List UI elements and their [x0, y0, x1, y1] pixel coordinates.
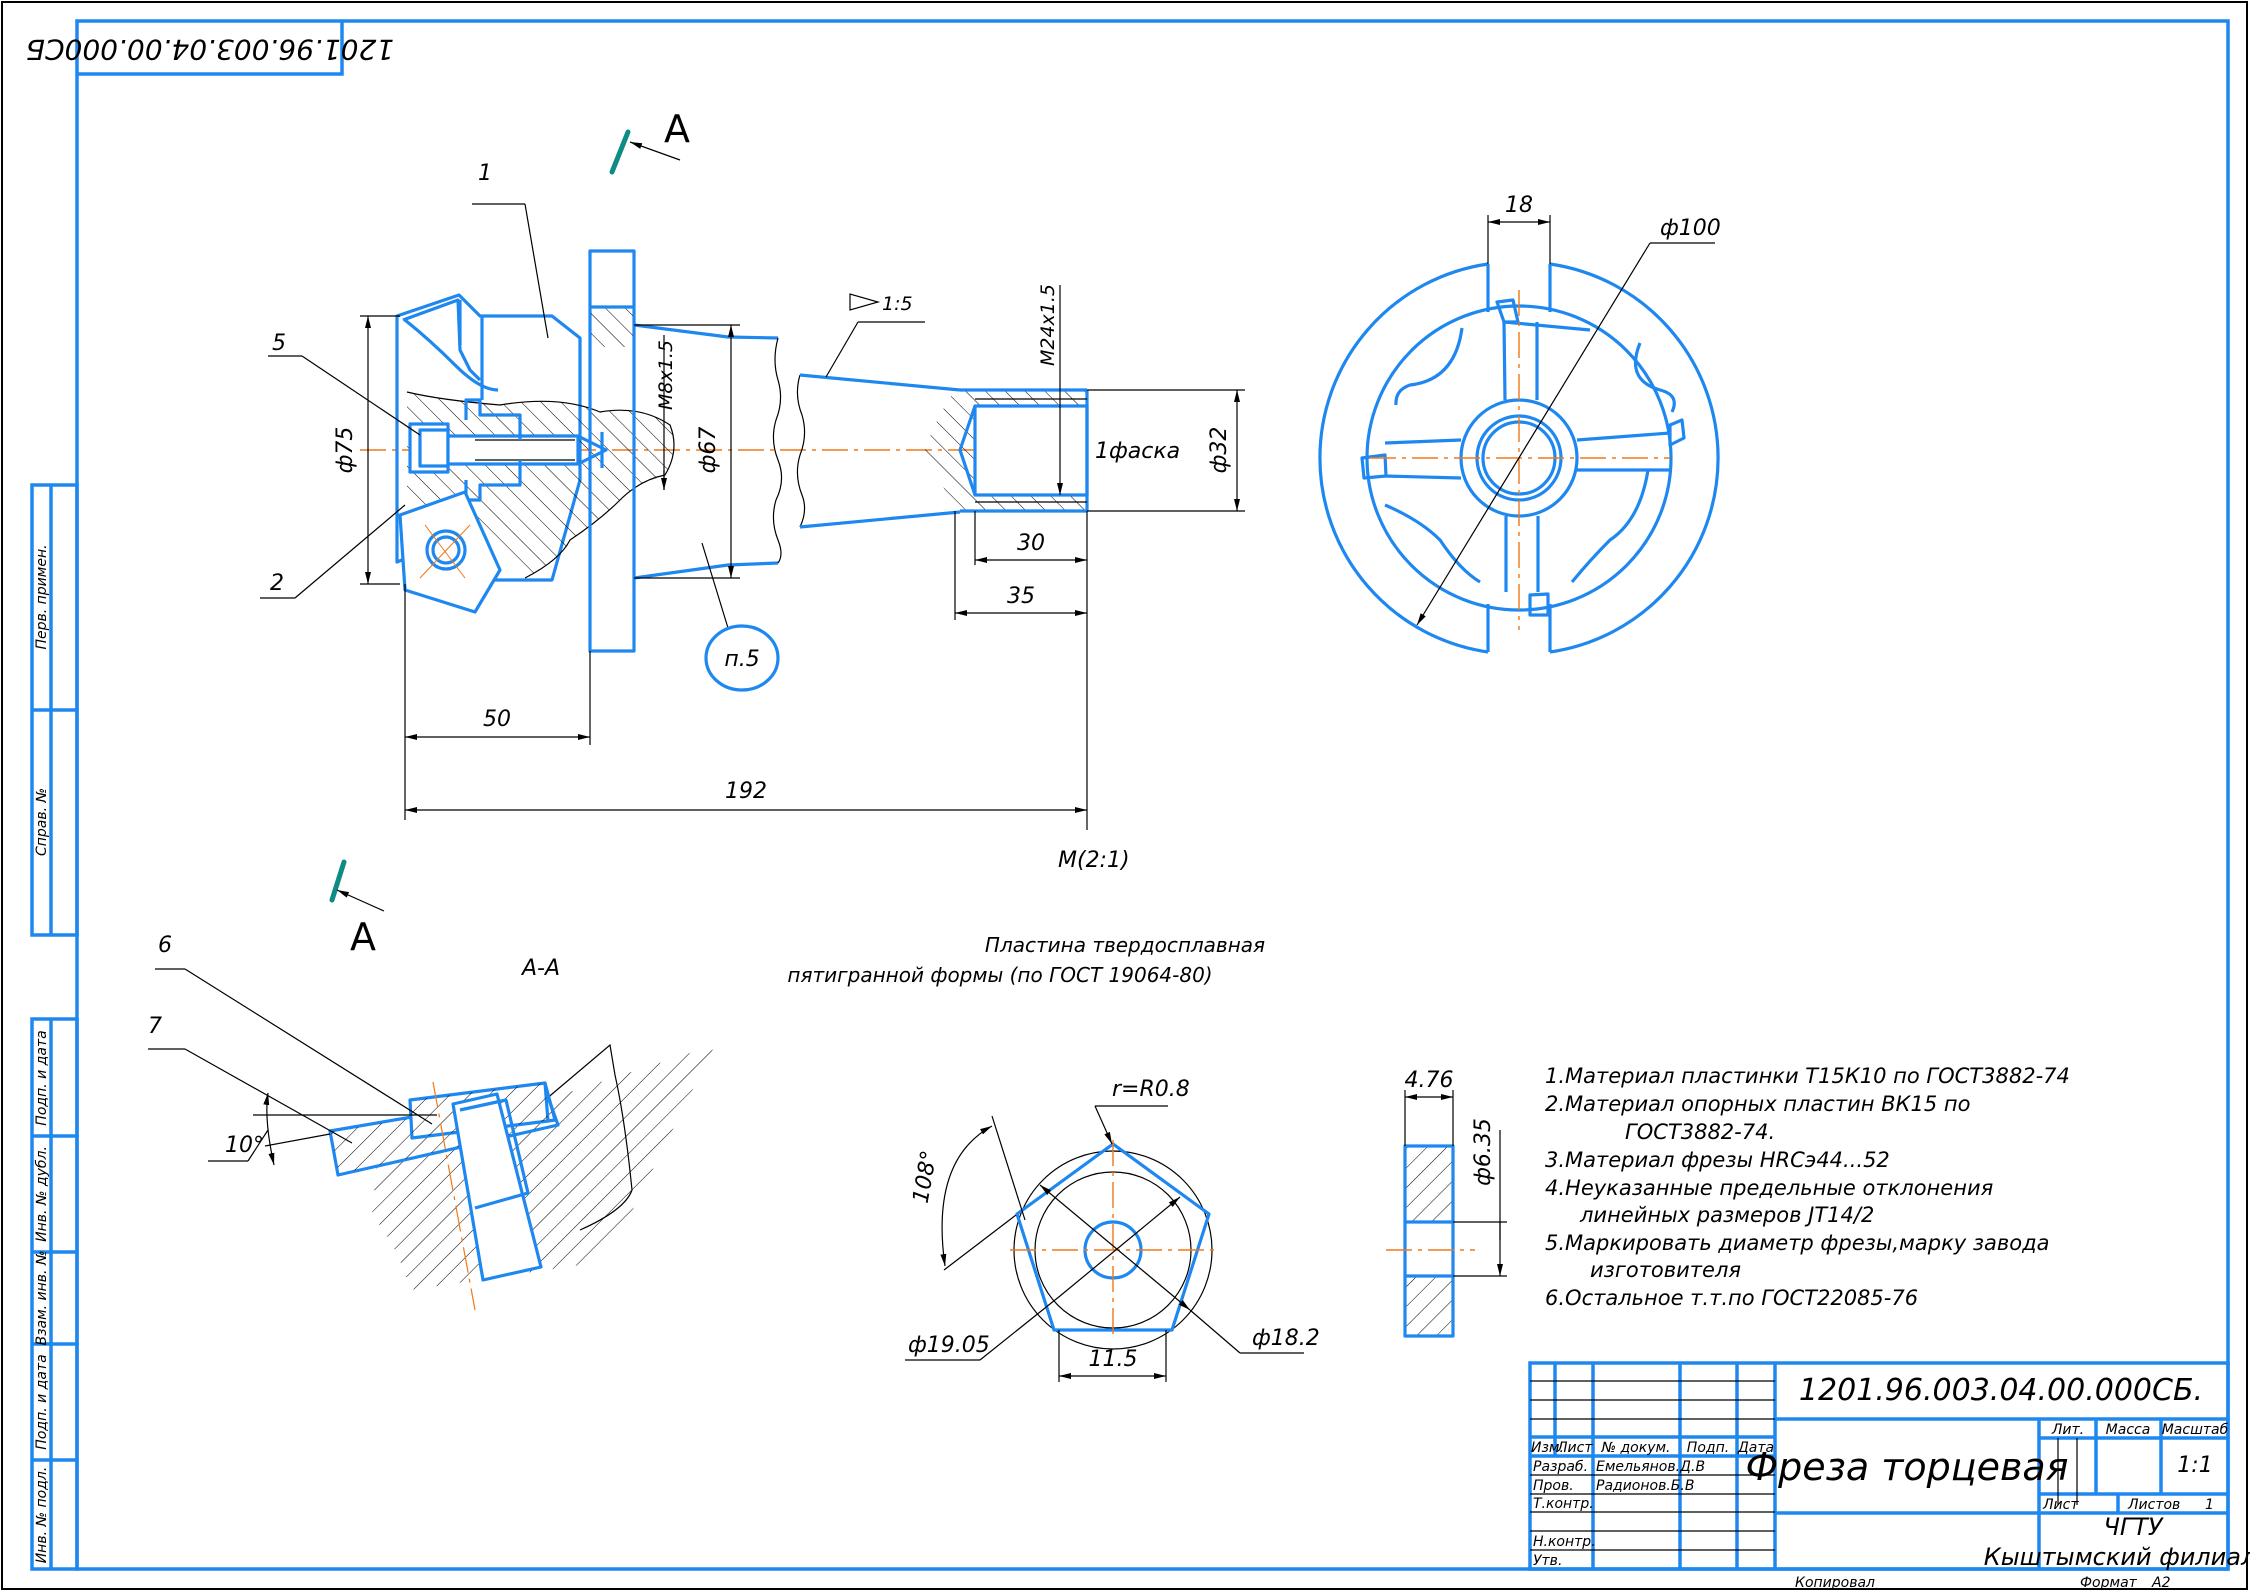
item-2-label: 2 — [270, 571, 284, 596]
dim-d67: ф67 — [696, 427, 721, 474]
section-mark-top — [609, 129, 631, 175]
side-label-perv-primen: Перв. примен. — [34, 544, 50, 649]
note-2-cont: ГОСТ3882-74. — [1625, 1120, 1775, 1144]
insert-side-view: 4.76 ф6.35 — [1386, 1068, 1507, 1338]
tb-scale-label: Масштаб — [2162, 1422, 2229, 1438]
insert-side-rect — [1403, 1144, 1455, 1338]
tb-format-label: Формат — [2080, 1575, 2138, 1591]
technical-notes: 1.Материал пластинки Т15К10 по ГОСТ3882-… — [1545, 1064, 2070, 1310]
section-letter-top: A — [664, 107, 690, 151]
note-6: 6.Остальное т.т.по ГОСТ22085-76 — [1545, 1286, 1918, 1310]
tb-sheets: Листов — [2127, 1497, 2180, 1513]
tb-h-izm: Изм. — [1531, 1440, 1564, 1456]
dim-hole: ф6.35 — [1471, 1118, 1496, 1186]
item-7-label: 7 — [148, 1014, 162, 1039]
tb-format-value: A2 — [2151, 1575, 2171, 1591]
dim-chamfer: 1фаска — [1095, 439, 1180, 464]
dim-angle-10: 10° — [225, 1133, 264, 1158]
tb-role-nkontr: Н.контр. — [1533, 1534, 1596, 1550]
dim-len192: 192 — [725, 779, 767, 804]
insert-caption-line1: Пластина твердосплавная — [985, 933, 1265, 957]
main-view: A — [260, 107, 1245, 873]
tb-org-2: Кыштымский филиал — [1984, 1543, 2250, 1571]
tb-scale-value: 1:1 — [2177, 1453, 2212, 1478]
insert-2 — [398, 490, 502, 614]
section-mark-bottom — [329, 859, 347, 903]
item-6-label: 6 — [158, 933, 172, 958]
outer-ring-right — [1549, 262, 1720, 654]
tb-name-prov: Радионов.Б.В — [1596, 1478, 1694, 1494]
tb-h-date: Дата — [1737, 1440, 1774, 1456]
tb-code: 1201.96.003.04.00.000СБ. — [1799, 1373, 2203, 1408]
outer-ring-left — [1318, 262, 1489, 654]
tb-h-sign: Подп. — [1687, 1440, 1729, 1456]
dim-edge-11-5: 11.5 — [1089, 1347, 1138, 1372]
side-label-vzam-inv: Взам. инв. № — [34, 1250, 50, 1345]
corner-code-box: 1201.96.003.04.00.000СБ — [26, 21, 394, 76]
dim-slot-18: 18 — [1505, 193, 1533, 218]
side-strip: Перв. примен. Справ. № Подп. и дата Инв.… — [30, 483, 79, 1571]
dim-angle-108: 108° — [909, 1149, 943, 1206]
dim-d18-2: ф18.2 — [1252, 1326, 1320, 1351]
side-label-inv-dubl: Инв. № дубл. — [34, 1146, 50, 1242]
dim-d100: ф100 — [1660, 216, 1721, 241]
side-label-inv-podl: Инв. № подл. — [34, 1467, 50, 1564]
tb-role-tkontr: Т.контр. — [1533, 1496, 1594, 1512]
tb-role-prov: Пров. — [1533, 1478, 1574, 1494]
section-aa: A A-A 6 7 10° — [148, 859, 715, 1311]
side-label-sprav-no: Справ. № — [34, 788, 50, 856]
inner-frame — [75, 19, 2230, 1571]
section-aa-title: A-A — [520, 956, 560, 981]
dim-note-ref: п.5 — [724, 647, 759, 672]
insert-view: Пластина твердосплавная пятигранной форм… — [787, 933, 1320, 1382]
tb-h-list: Лист — [1556, 1440, 1593, 1456]
tb-copied: Копировал — [1795, 1575, 1875, 1591]
dim-m24: M24x1.5 — [1037, 284, 1059, 366]
tb-role-utv: Утв. — [1533, 1553, 1562, 1569]
section-letter-bottom: A — [350, 915, 376, 959]
insert-caption-line2: пятигранной формы (по ГОСТ 19064-80) — [787, 963, 1212, 987]
side-label-podp-data-2: Подп. и дата — [34, 1354, 50, 1449]
side-label-podp-data-1: Подп. и дата — [34, 1030, 50, 1125]
tb-lit: Лит. — [2051, 1422, 2084, 1438]
note-4-cont: линейных размеров JT14/2 — [1579, 1203, 1874, 1227]
title-block: 1201.96.003.04.00.000СБ. Фреза торцевая … — [1528, 1361, 2250, 1591]
pin — [451, 1092, 543, 1282]
note-5: 5.Маркировать диаметр фрезы,марку завода — [1545, 1231, 2050, 1255]
dim-m8: M8x1.5 — [655, 340, 677, 410]
note-ref-bubble — [704, 624, 780, 692]
tb-sheet: Лист — [2042, 1497, 2079, 1513]
tb-org-1: ЧГТУ — [2103, 1513, 2163, 1541]
tb-sheets-value: 1 — [2205, 1497, 2214, 1513]
tb-role-razrab: Разраб. — [1533, 1459, 1588, 1475]
dim-d19-05: ф19.05 — [908, 1333, 990, 1358]
dim-d32: ф32 — [1207, 427, 1232, 474]
tb-h-doc: № докум. — [1600, 1440, 1670, 1456]
item-5-label: 5 — [272, 331, 286, 356]
tb-title: Фреза торцевая — [1745, 1445, 2068, 1489]
corner-code-text: 1201.96.003.04.00.000СБ — [26, 33, 394, 66]
scale-note: M(2:1) — [1058, 848, 1130, 873]
flange — [588, 249, 636, 653]
note-2: 2.Материал опорных пластин ВК15 по — [1545, 1092, 1970, 1116]
note-1: 1.Материал пластинки Т15К10 по ГОСТ3882-… — [1545, 1064, 2070, 1088]
tb-mass: Масса — [2106, 1422, 2151, 1438]
dim-len35: 35 — [1007, 584, 1035, 609]
item-1-label: 1 — [478, 161, 492, 186]
note-3: 3.Материал фрезы HRCэ44...52 — [1545, 1148, 1890, 1172]
tb-name-razrab: Емельянов.Д.В — [1596, 1459, 1705, 1475]
front-view: 18 ф100 — [1318, 193, 1721, 654]
dim-len50: 50 — [483, 707, 511, 732]
dim-d75: ф75 — [333, 427, 358, 474]
dim-radius: r=R0.8 — [1112, 1077, 1190, 1102]
dim-thickness: 4.76 — [1405, 1068, 1454, 1093]
note-5-cont: изготовителя — [1590, 1258, 1741, 1282]
dim-len30: 30 — [1017, 531, 1045, 556]
note-4: 4.Неуказанные предельные отклонения — [1545, 1176, 1993, 1200]
dim-taper: 1:5 — [882, 293, 913, 315]
